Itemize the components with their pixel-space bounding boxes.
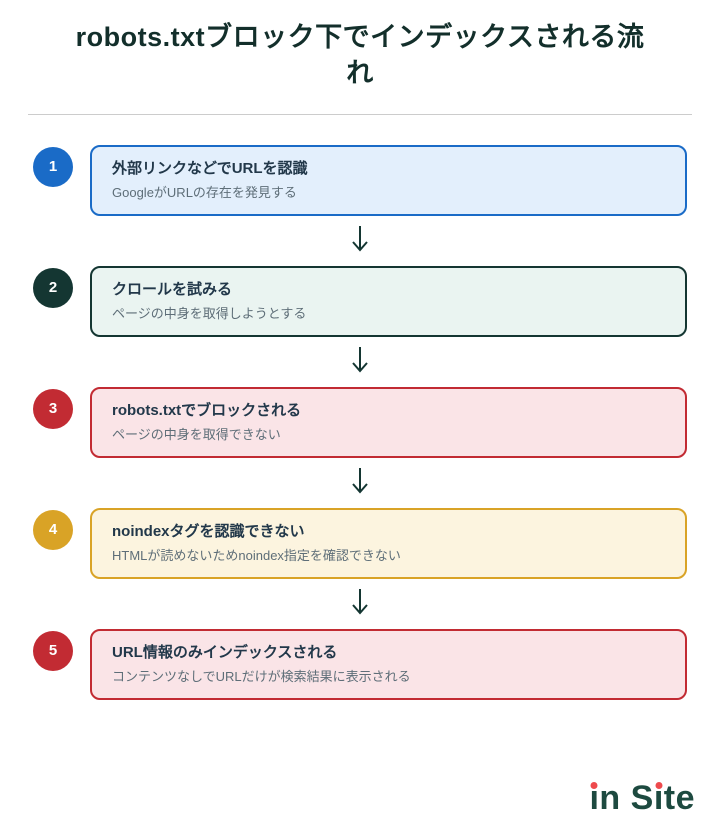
- step-description: GoogleがURLの存在を発見する: [112, 184, 297, 200]
- flow-step-1: 1 外部リンクなどでURLを認識 GoogleがURLの存在を発見する: [0, 144, 720, 216]
- logo-letter: te: [663, 778, 695, 817]
- logo-letter-i: ı: [653, 778, 664, 817]
- down-arrow-icon: [352, 588, 368, 615]
- step-card: 外部リンクなどでURLを認識 GoogleがURLの存在を発見する: [90, 144, 687, 216]
- step-number-badge: 2: [33, 267, 73, 308]
- down-arrow-icon: [352, 225, 368, 252]
- arrow-gap: [0, 458, 720, 508]
- step-card: クロールを試みる ページの中身を取得しようとする: [90, 265, 687, 337]
- step-heading: URL情報のみインデックスされる: [112, 643, 338, 661]
- flow-diagram: 1 外部リンクなどでURLを認識 GoogleがURLの存在を発見する 2 クロ…: [0, 144, 720, 700]
- step-description: HTMLが読めないためnoindex指定を確認できない: [112, 547, 401, 563]
- step-card: URL情報のみインデックスされる コンテンツなしでURLだけが検索結果に表示され…: [90, 628, 687, 700]
- down-arrow-icon: [352, 467, 368, 494]
- step-card: noindexタグを認識できない HTMLが読めないためnoindex指定を確認…: [90, 507, 687, 579]
- logo-space: [621, 779, 631, 817]
- step-card: robots.txtでブロックされる ページの中身を取得できない: [90, 386, 687, 458]
- step-number-badge: 3: [33, 388, 73, 429]
- step-description: ページの中身を取得できない: [112, 426, 281, 442]
- down-arrow-icon: [352, 346, 368, 373]
- divider: [28, 113, 692, 115]
- step-number-badge: 5: [33, 630, 73, 671]
- logo-letter-i: ı: [589, 778, 600, 817]
- step-heading: 外部リンクなどでURLを認識: [112, 159, 308, 177]
- flow-step-4: 4 noindexタグを認識できない HTMLが読めないためnoindex指定を…: [0, 507, 720, 579]
- arrow-gap: [0, 216, 720, 266]
- flow-step-3: 3 robots.txtでブロックされる ページの中身を取得できない: [0, 386, 720, 458]
- brand-logo: ın Sıte: [589, 778, 695, 817]
- logo-letter: n: [599, 778, 621, 817]
- step-heading: robots.txtでブロックされる: [112, 401, 302, 419]
- step-description: コンテンツなしでURLだけが検索結果に表示される: [112, 668, 411, 684]
- footer: ın Sıte: [0, 778, 720, 817]
- arrow-gap: [0, 337, 720, 387]
- step-heading: クロールを試みる: [112, 280, 233, 298]
- step-number-badge: 1: [33, 146, 73, 187]
- step-description: ページの中身を取得しようとする: [112, 305, 307, 321]
- logo-letter: S: [630, 778, 654, 817]
- flow-step-2: 2 クロールを試みる ページの中身を取得しようとする: [0, 265, 720, 337]
- step-heading: noindexタグを認識できない: [112, 522, 305, 540]
- arrow-gap: [0, 579, 720, 629]
- page-title: robots.txtブロック下でインデックスされる流れ: [75, 22, 645, 88]
- step-number-badge: 4: [33, 509, 73, 550]
- flow-step-5: 5 URL情報のみインデックスされる コンテンツなしでURLだけが検索結果に表示…: [0, 628, 720, 700]
